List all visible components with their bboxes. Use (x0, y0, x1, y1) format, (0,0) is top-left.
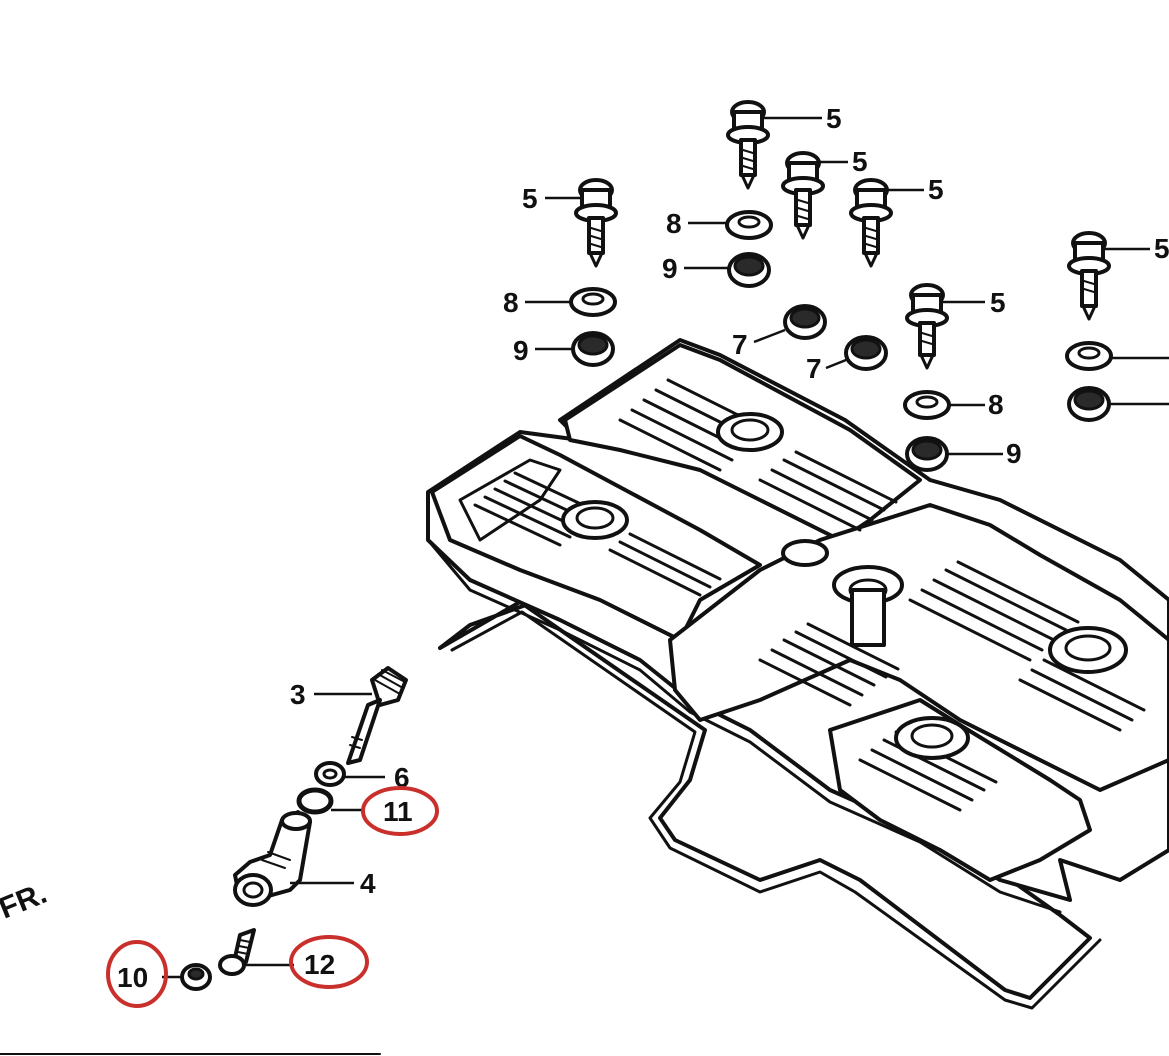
tachometer-gear-assembly (180, 666, 408, 991)
bolt-5d (574, 178, 618, 268)
washers (569, 210, 1113, 420)
bolt-5b (781, 151, 825, 240)
callouts: 5 5 5 5 5 5 8 9 8 9 7 7 8 9 3 6 11 4 12 … (0, 103, 1169, 993)
bolt-5a (726, 100, 770, 190)
bolts (574, 100, 1111, 370)
bolt-12 (218, 928, 256, 976)
callout-5d: 5 (522, 183, 538, 214)
callout-7b: 7 (806, 353, 822, 384)
plug-7b (844, 335, 888, 371)
callout-7a: 7 (732, 329, 748, 360)
callout-5b: 5 (852, 146, 868, 177)
highlight-circle-11 (361, 786, 439, 836)
grommet-9b (571, 331, 615, 367)
grommet-9a (727, 252, 771, 288)
cylinder-head-cover (426, 338, 1169, 914)
plug-7a (783, 304, 827, 340)
bolt-5f (1067, 231, 1111, 321)
washer-8a (725, 210, 773, 240)
callout-8c: 8 (988, 389, 1004, 420)
bolt-bosses (561, 412, 1128, 760)
callout-9b: 9 (513, 335, 529, 366)
callout-12: 12 (304, 949, 335, 980)
callout-3: 3 (290, 679, 306, 710)
cooling-fins (473, 378, 1146, 812)
gear-shaft-3 (346, 666, 408, 765)
oil-seal-6 (314, 761, 346, 787)
callout-11: 11 (383, 796, 413, 827)
nut-10 (180, 963, 212, 991)
leader-lines (162, 116, 1169, 979)
callout-5f: 5 (1154, 233, 1169, 264)
bolt-5e (905, 283, 949, 370)
callout-8b: 8 (503, 287, 519, 318)
callout-4: 4 (360, 868, 376, 899)
front-marker: FR. (0, 877, 52, 926)
callout-5a: 5 (826, 103, 842, 134)
bolt-5c (849, 178, 893, 268)
grommet-9d (1067, 386, 1111, 422)
callout-9c: 9 (1006, 438, 1022, 469)
gear-holder-4 (233, 810, 312, 907)
washer-8d (1065, 341, 1113, 371)
grommets (571, 252, 1111, 472)
highlight-circle-12 (289, 935, 369, 989)
washer-8c (903, 390, 951, 420)
callout-10: 10 (117, 962, 148, 993)
plugs (783, 304, 888, 371)
grommet-9c (905, 436, 949, 472)
callout-8a: 8 (666, 208, 682, 239)
washer-8b (569, 287, 617, 317)
highlight-circles (106, 786, 439, 1008)
callout-9a: 9 (662, 253, 678, 284)
callout-5c: 5 (928, 174, 944, 205)
callout-5e: 5 (990, 287, 1006, 318)
highlight-circle-10 (106, 940, 168, 1008)
callout-6: 6 (394, 762, 410, 793)
o-ring-11 (296, 787, 334, 815)
